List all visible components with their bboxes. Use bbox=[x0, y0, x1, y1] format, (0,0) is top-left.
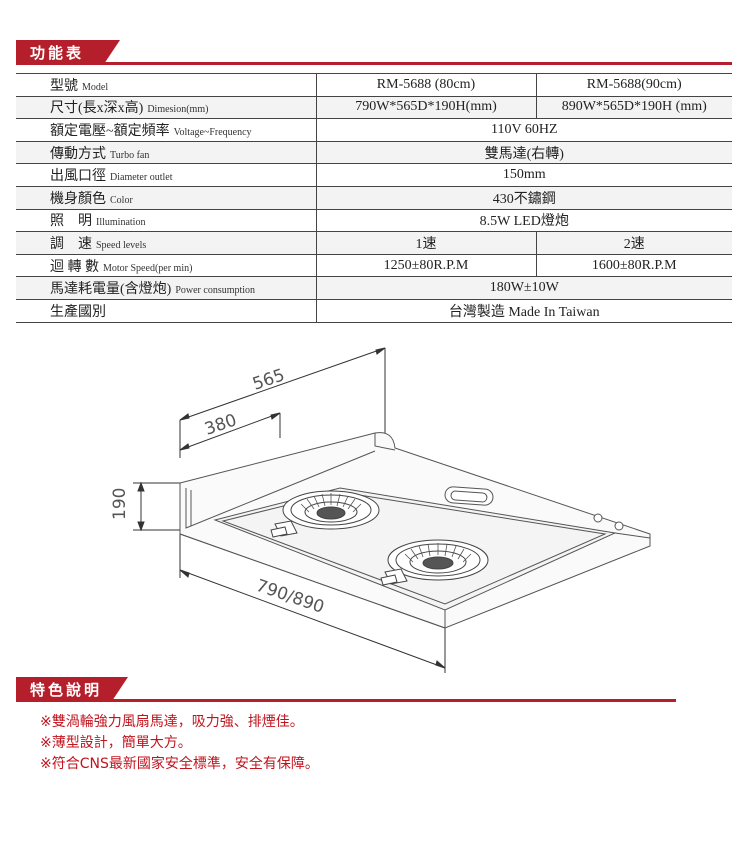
row-value: 180W±10W bbox=[315, 276, 732, 300]
fan-blade-hatching bbox=[300, 493, 472, 563]
row-value: 雙馬達(右轉) bbox=[315, 141, 732, 165]
dimension-depth-line bbox=[179, 347, 386, 458]
list-item: ※雙渦輪強力風扇馬達，吸力強、排煙佳。 bbox=[40, 714, 304, 730]
dimension-height-label: 190 bbox=[110, 488, 130, 520]
dimension-inner-label: 380 bbox=[202, 410, 239, 439]
dimension-height-line bbox=[133, 481, 185, 532]
table-row: 尺寸(長x深x高)Dimesion(mm) 790W*565D*190H(mm)… bbox=[16, 96, 732, 120]
dimension-inner-line bbox=[179, 412, 281, 451]
list-item: ※薄型設計，簡單大方。 bbox=[40, 735, 192, 751]
list-item: ※符合CNS最新國家安全標準，安全有保障。 bbox=[40, 756, 319, 772]
row-label: 馬達耗電量(含燈炮)Power consumption bbox=[16, 276, 316, 300]
table-row: 生產國別 台灣製造 Made In Taiwan bbox=[16, 299, 732, 323]
features-section-title: 特色說明 bbox=[30, 680, 103, 699]
features-section-divider bbox=[16, 699, 676, 702]
row-label: 生產國別 bbox=[16, 299, 316, 323]
row-value: 150mm bbox=[315, 163, 732, 187]
row-value: 110V 60HZ bbox=[315, 118, 732, 142]
row-value: RM-5688 (80cm) bbox=[315, 73, 536, 97]
dimension-width-line bbox=[179, 534, 446, 673]
dimension-depth-label: 565 bbox=[250, 365, 287, 394]
row-value: 1600±80R.P.M bbox=[535, 254, 732, 278]
spec-section-title: 功能表 bbox=[30, 43, 85, 62]
features-section-tab: 特色說明 bbox=[16, 677, 128, 701]
row-value: 1速 bbox=[315, 231, 536, 255]
row-value: RM-5688(90cm) bbox=[535, 73, 732, 97]
range-hood-diagram: 565 380 190 790/890 bbox=[110, 347, 651, 673]
table-row: 馬達耗電量(含燈炮)Power consumption 180W±10W bbox=[16, 276, 732, 300]
row-label: 尺寸(長x深x高)Dimesion(mm) bbox=[16, 96, 316, 120]
row-value: 430不鏽鋼 bbox=[315, 186, 732, 210]
row-value: 790W*565D*190H(mm) bbox=[315, 96, 536, 120]
row-value: 2速 bbox=[535, 231, 732, 255]
spec-section-tab: 功能表 bbox=[16, 40, 120, 64]
row-value: 台灣製造 Made In Taiwan bbox=[315, 299, 732, 323]
hood-body bbox=[179, 432, 651, 629]
row-value: 890W*565D*190H (mm) bbox=[535, 96, 732, 120]
row-value: 1250±80R.P.M bbox=[315, 254, 536, 278]
fan-left bbox=[270, 490, 380, 538]
feature-list: ※雙渦輪強力風扇馬達，吸力強、排煙佳。 ※薄型設計，簡單大方。 ※符合CNS最新… bbox=[40, 712, 319, 775]
row-value: 8.5W LED燈炮 bbox=[315, 209, 732, 233]
spec-section-divider bbox=[16, 62, 732, 65]
